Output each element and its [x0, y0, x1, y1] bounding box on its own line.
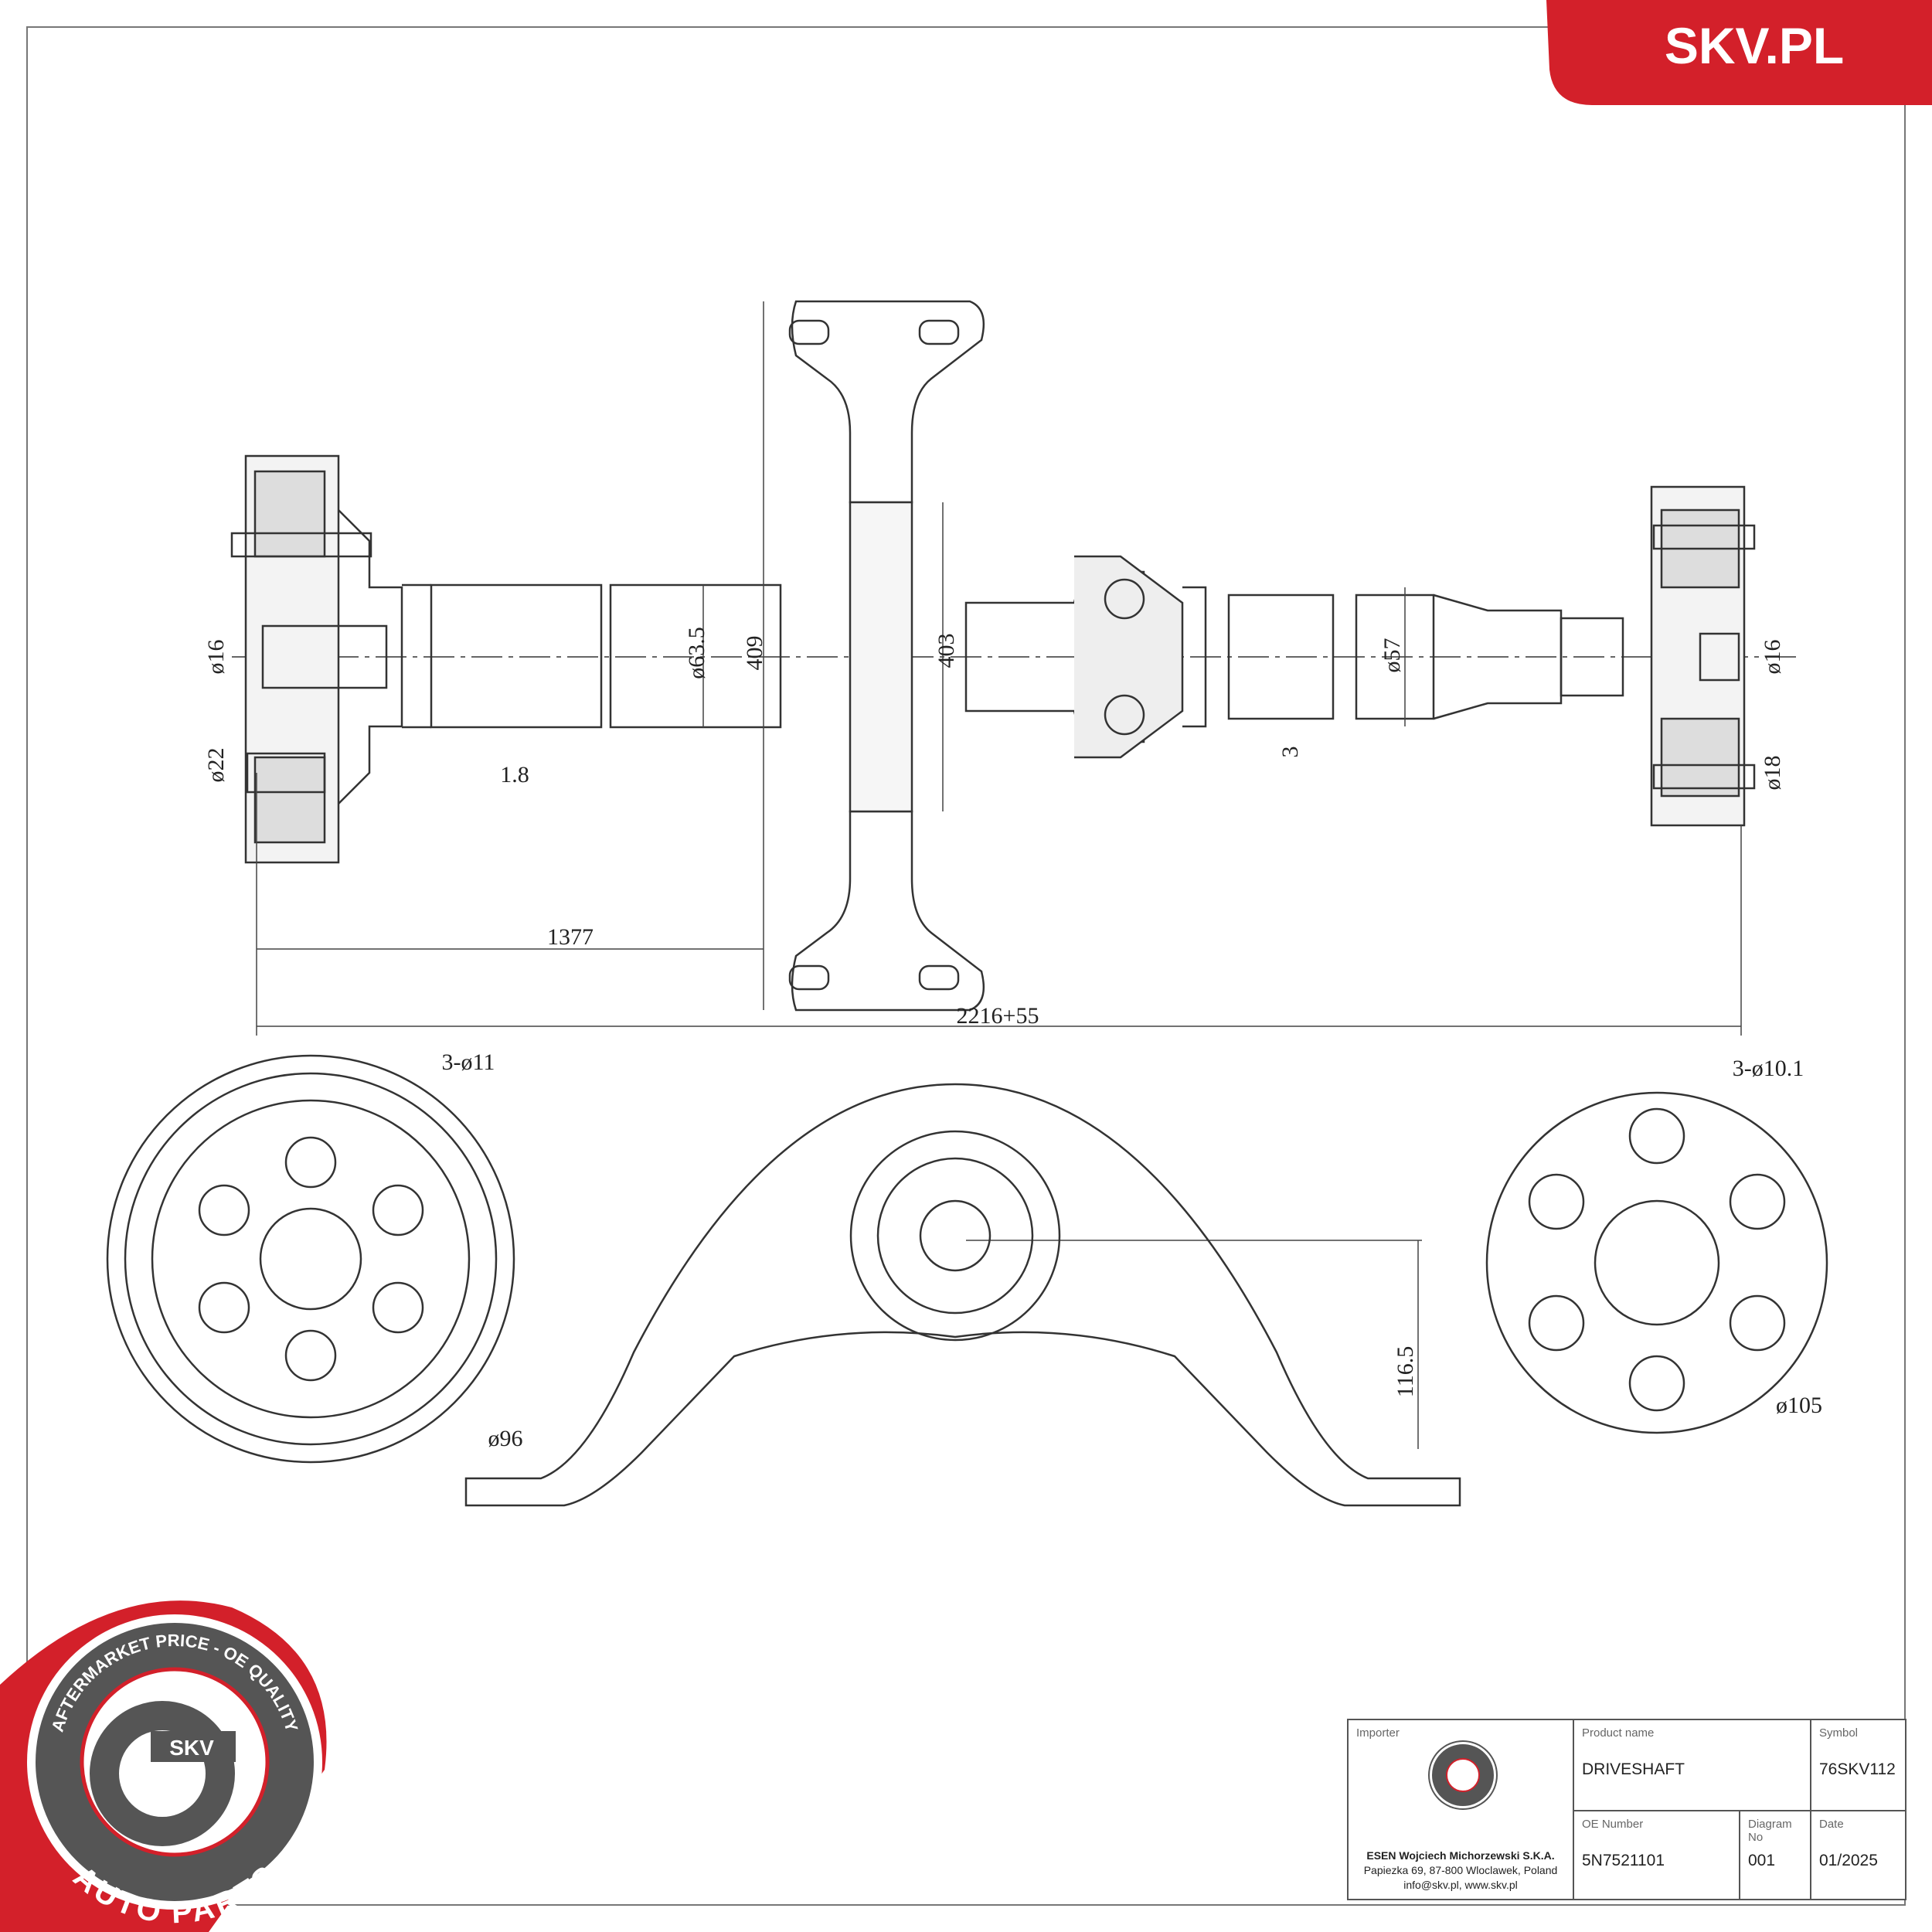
banner-text: SKV.PL	[1665, 17, 1844, 74]
diagram-no-label: Diagram No	[1748, 1818, 1792, 1844]
dim-left-bore: ø16	[203, 640, 229, 675]
oe-number-cell: OE Number 5N7521101	[1573, 1811, 1739, 1899]
symbol-label: Symbol	[1819, 1726, 1859, 1740]
importer-contact: info@skv.pl, www.skv.pl	[1403, 1879, 1518, 1891]
skv-banner	[1546, 0, 1932, 105]
left-flex-disc-view	[106, 1054, 515, 1464]
importer-cell: Importer ESEN Wojciech Michorzewski S.K.…	[1349, 1720, 1573, 1899]
product-name-cell: Product name DRIVESHAFT	[1573, 1720, 1810, 1811]
dim-left-bolt: ø22	[203, 748, 229, 783]
center-bearing-bracket-view	[464, 1083, 1461, 1507]
product-name: DRIVESHAFT	[1582, 1760, 1685, 1778]
drawing-frame	[26, 26, 1906, 1906]
dim-right-disc-dia: ø105	[1776, 1393, 1822, 1418]
importer-logo	[1430, 1742, 1496, 1808]
dim-rear-tube-dia: ø57	[1379, 638, 1405, 673]
diagram-no: 001	[1748, 1852, 1776, 1869]
dim-length-to-bearing: 1377	[547, 924, 594, 950]
importer-address: Papiezka 69, 87-800 Wloclawek, Poland	[1363, 1864, 1558, 1876]
driveshaft-side-view	[230, 300, 1801, 1012]
logo-center-text: SKV	[169, 1736, 214, 1760]
symbol-cell: Symbol 76SKV112	[1810, 1720, 1905, 1811]
importer-label: Importer	[1356, 1726, 1400, 1740]
dim-left-disc-holes: 3-ø11	[442, 1049, 495, 1075]
dim-left-disc-dia: ø96	[488, 1426, 523, 1451]
dim-bracket-bearing-height: 116.5	[1393, 1346, 1418, 1397]
right-flex-disc-view	[1485, 1091, 1828, 1434]
dim-right-bolt: ø18	[1760, 756, 1785, 791]
dim-tube-dia: ø63.5	[684, 627, 709, 679]
diagram-no-cell: Diagram No 001	[1739, 1811, 1810, 1899]
dim-total-length: 2216+55	[957, 1003, 1039, 1029]
dim-right-bore: ø16	[1760, 640, 1785, 675]
dim-right-disc-holes: 3-ø10.1	[1733, 1056, 1804, 1081]
dim-rear-wall: 3	[1277, 747, 1303, 758]
oe-number-label: OE Number	[1582, 1818, 1644, 1831]
product-name-label: Product name	[1582, 1726, 1655, 1740]
skv-logo-seal: SKV AFTERMARKET PRICE - OE QUALITY AUTO …	[0, 1600, 327, 1932]
title-block: Importer ESEN Wojciech Michorzewski S.K.…	[1347, 1719, 1906, 1900]
date-label: Date	[1819, 1818, 1844, 1831]
symbol: 76SKV112	[1819, 1760, 1896, 1778]
date: 01/2025	[1819, 1852, 1878, 1869]
dim-bearing-height: 403	[934, 634, 959, 668]
date-cell: Date 01/2025	[1810, 1811, 1905, 1899]
importer-name: ESEN Wojciech Michorzewski S.K.A.	[1366, 1849, 1555, 1862]
oe-number: 5N7521101	[1582, 1852, 1665, 1869]
dim-bracket-height: 409	[742, 636, 767, 671]
dim-wall: 1.8	[500, 762, 529, 787]
dimension-lines	[256, 301, 1742, 1449]
